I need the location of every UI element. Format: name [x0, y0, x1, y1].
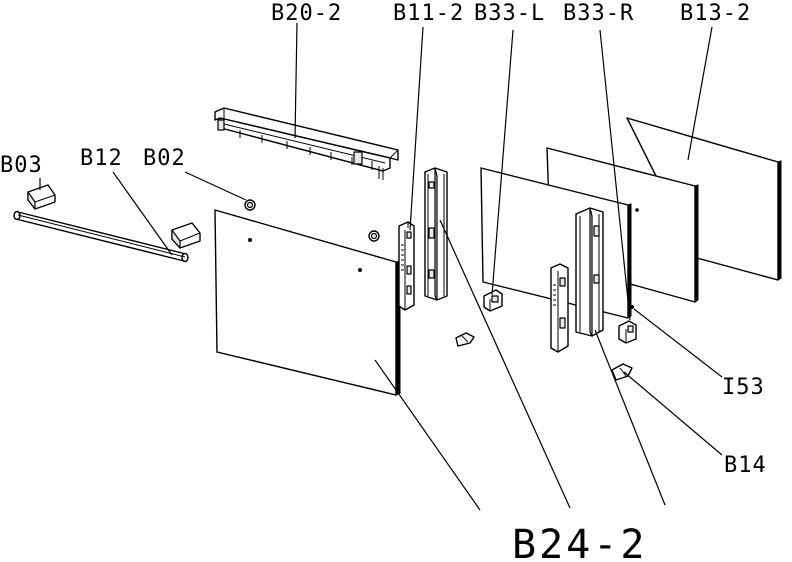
side-channel-left — [424, 167, 448, 301]
label-i53: I53 — [722, 375, 765, 400]
label-b14: B14 — [724, 453, 767, 478]
side-channel-right — [575, 207, 604, 337]
bushing-b02 — [244, 199, 380, 242]
leader-lines — [39, 22, 723, 511]
top-rail-b20-2 — [214, 107, 399, 180]
label-b12: B12 — [80, 146, 123, 171]
label-b13-2: B13-2 — [680, 1, 751, 26]
label-b02: B02 — [143, 146, 186, 171]
label-b03: B03 — [0, 153, 43, 178]
rod-b12 — [13, 210, 189, 263]
end-cap-b03 — [27, 184, 201, 249]
hinge-b11-2 — [398, 221, 415, 311]
clip-b33-l — [483, 289, 503, 312]
screw-i53 — [630, 305, 634, 309]
front-glass-b24-2 — [214, 209, 402, 396]
label-b24-2: B24-2 — [512, 522, 647, 562]
label-b33-r: B33-R — [563, 1, 634, 26]
small-bracket — [455, 332, 475, 347]
latch-b14 — [611, 363, 633, 381]
label-b33-l: B33-L — [474, 1, 545, 26]
part-labels: B20-2 B11-2 B33-L B33-R B13-2 B03 B12 B0… — [0, 1, 767, 562]
clip-b33-r — [618, 320, 637, 344]
label-b20-2: B20-2 — [271, 1, 342, 26]
hinge-right — [550, 263, 569, 353]
glass-panel-b13-2 — [626, 117, 783, 281]
label-b11-2: B11-2 — [393, 1, 464, 26]
